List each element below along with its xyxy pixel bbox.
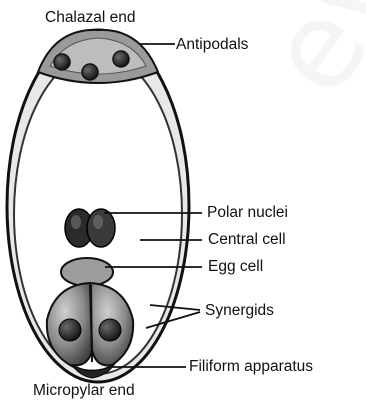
antipodal-cells [38,30,158,83]
antipodal-nucleus [54,54,70,70]
label-polar-nuclei: Polar nuclei [207,205,288,221]
label-egg-cell: Egg cell [208,259,263,275]
label-micropylar-end: Micropylar end [33,383,135,399]
label-central-cell: Central cell [208,232,286,248]
label-synergids: Synergids [205,303,274,319]
label-antipodals: Antipodals [176,37,248,53]
label-filiform-apparatus: Filiform apparatus [189,359,313,375]
antipodal-nucleus [113,51,129,67]
antipodal-nucleus [82,64,98,80]
label-chalazal-end: Chalazal end [45,10,135,26]
egg-cell [61,258,113,286]
